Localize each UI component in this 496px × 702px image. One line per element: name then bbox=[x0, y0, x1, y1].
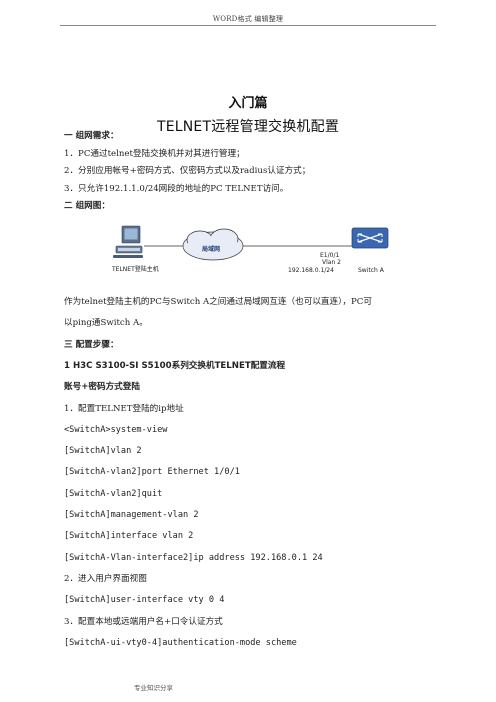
code-line: [SwitchA-vlan2]port Ethernet 1/0/1 bbox=[64, 467, 240, 478]
network-diagram-svg bbox=[113, 225, 389, 261]
code-line: [SwitchA]user-interface vty 0 4 bbox=[64, 595, 225, 606]
text-line: 1．PC通过telnet登陆交换机并对其进行管理； bbox=[64, 148, 245, 159]
switch-icon bbox=[351, 227, 389, 249]
subheading: 一 组网需求： bbox=[64, 131, 119, 141]
text-line: 2．分别应用帐号+密码方式、仅密码方式以及radius认证方式； bbox=[64, 166, 311, 176]
code-line: [SwitchA]management-vlan 2 bbox=[64, 510, 199, 520]
ip-label: 192.168.0.1/24 bbox=[288, 267, 334, 274]
switch-label: Switch A bbox=[358, 267, 384, 274]
subheading: 三 配置步骤： bbox=[64, 339, 119, 350]
header-rule bbox=[60, 25, 436, 26]
port-label: E1/0/1 bbox=[320, 252, 340, 259]
text-line: 作为telnet登陆主机的PC与Switch A之间通过局域网互连（也可以直连）… bbox=[64, 297, 372, 307]
document-title: TELNET远程管理交换机配置 bbox=[156, 119, 340, 135]
network-diagram: TELNET登陆主机 局域网 E1/0/1 Vlan 2 192.168.0.1… bbox=[100, 218, 400, 288]
code-line: [SwitchA]vlan 2 bbox=[64, 446, 142, 457]
subheading: 账号+密码方式登陆 bbox=[64, 382, 140, 393]
vlan-label: Vlan 2 bbox=[322, 259, 341, 266]
subheading: 1 H3C S3100-SI S5100系列交换机TELNET配置流程 bbox=[64, 360, 286, 371]
page-footer: 专业知识分享 bbox=[134, 684, 173, 692]
page-header: WORD格式 编辑整理 bbox=[212, 15, 284, 23]
code-line: [SwitchA-vlan2]quit bbox=[64, 488, 163, 499]
text-line: 以ping通Switch A。 bbox=[64, 318, 148, 329]
pc-icon bbox=[113, 225, 143, 258]
cloud-icon bbox=[182, 228, 244, 261]
section-title: 入门篇 bbox=[228, 96, 268, 111]
code-line: [SwitchA-Vlan-interface2]ip address 192.… bbox=[64, 552, 323, 563]
cloud-label: 局域网 bbox=[202, 246, 221, 253]
code-line: <SwitchA>system-view bbox=[64, 424, 168, 435]
text-line: 3．只允许192.1.1.0/24网段的地址的PC TELNET访问。 bbox=[64, 183, 289, 194]
text-line: 1．配置TELNET登陆的ip地址 bbox=[64, 403, 184, 414]
code-line: [SwitchA]interface vlan 2 bbox=[64, 531, 194, 542]
subheading: 二 组网图： bbox=[64, 201, 110, 211]
text-line: 3．配置本地或远端用户名+口令认证方式 bbox=[64, 616, 223, 627]
pc-label: TELNET登陆主机 bbox=[112, 266, 159, 273]
code-line: [SwitchA-ui-vty0-4]authentication-mode s… bbox=[64, 637, 297, 648]
text-line: 2．进入用户界面视图 bbox=[64, 573, 147, 584]
